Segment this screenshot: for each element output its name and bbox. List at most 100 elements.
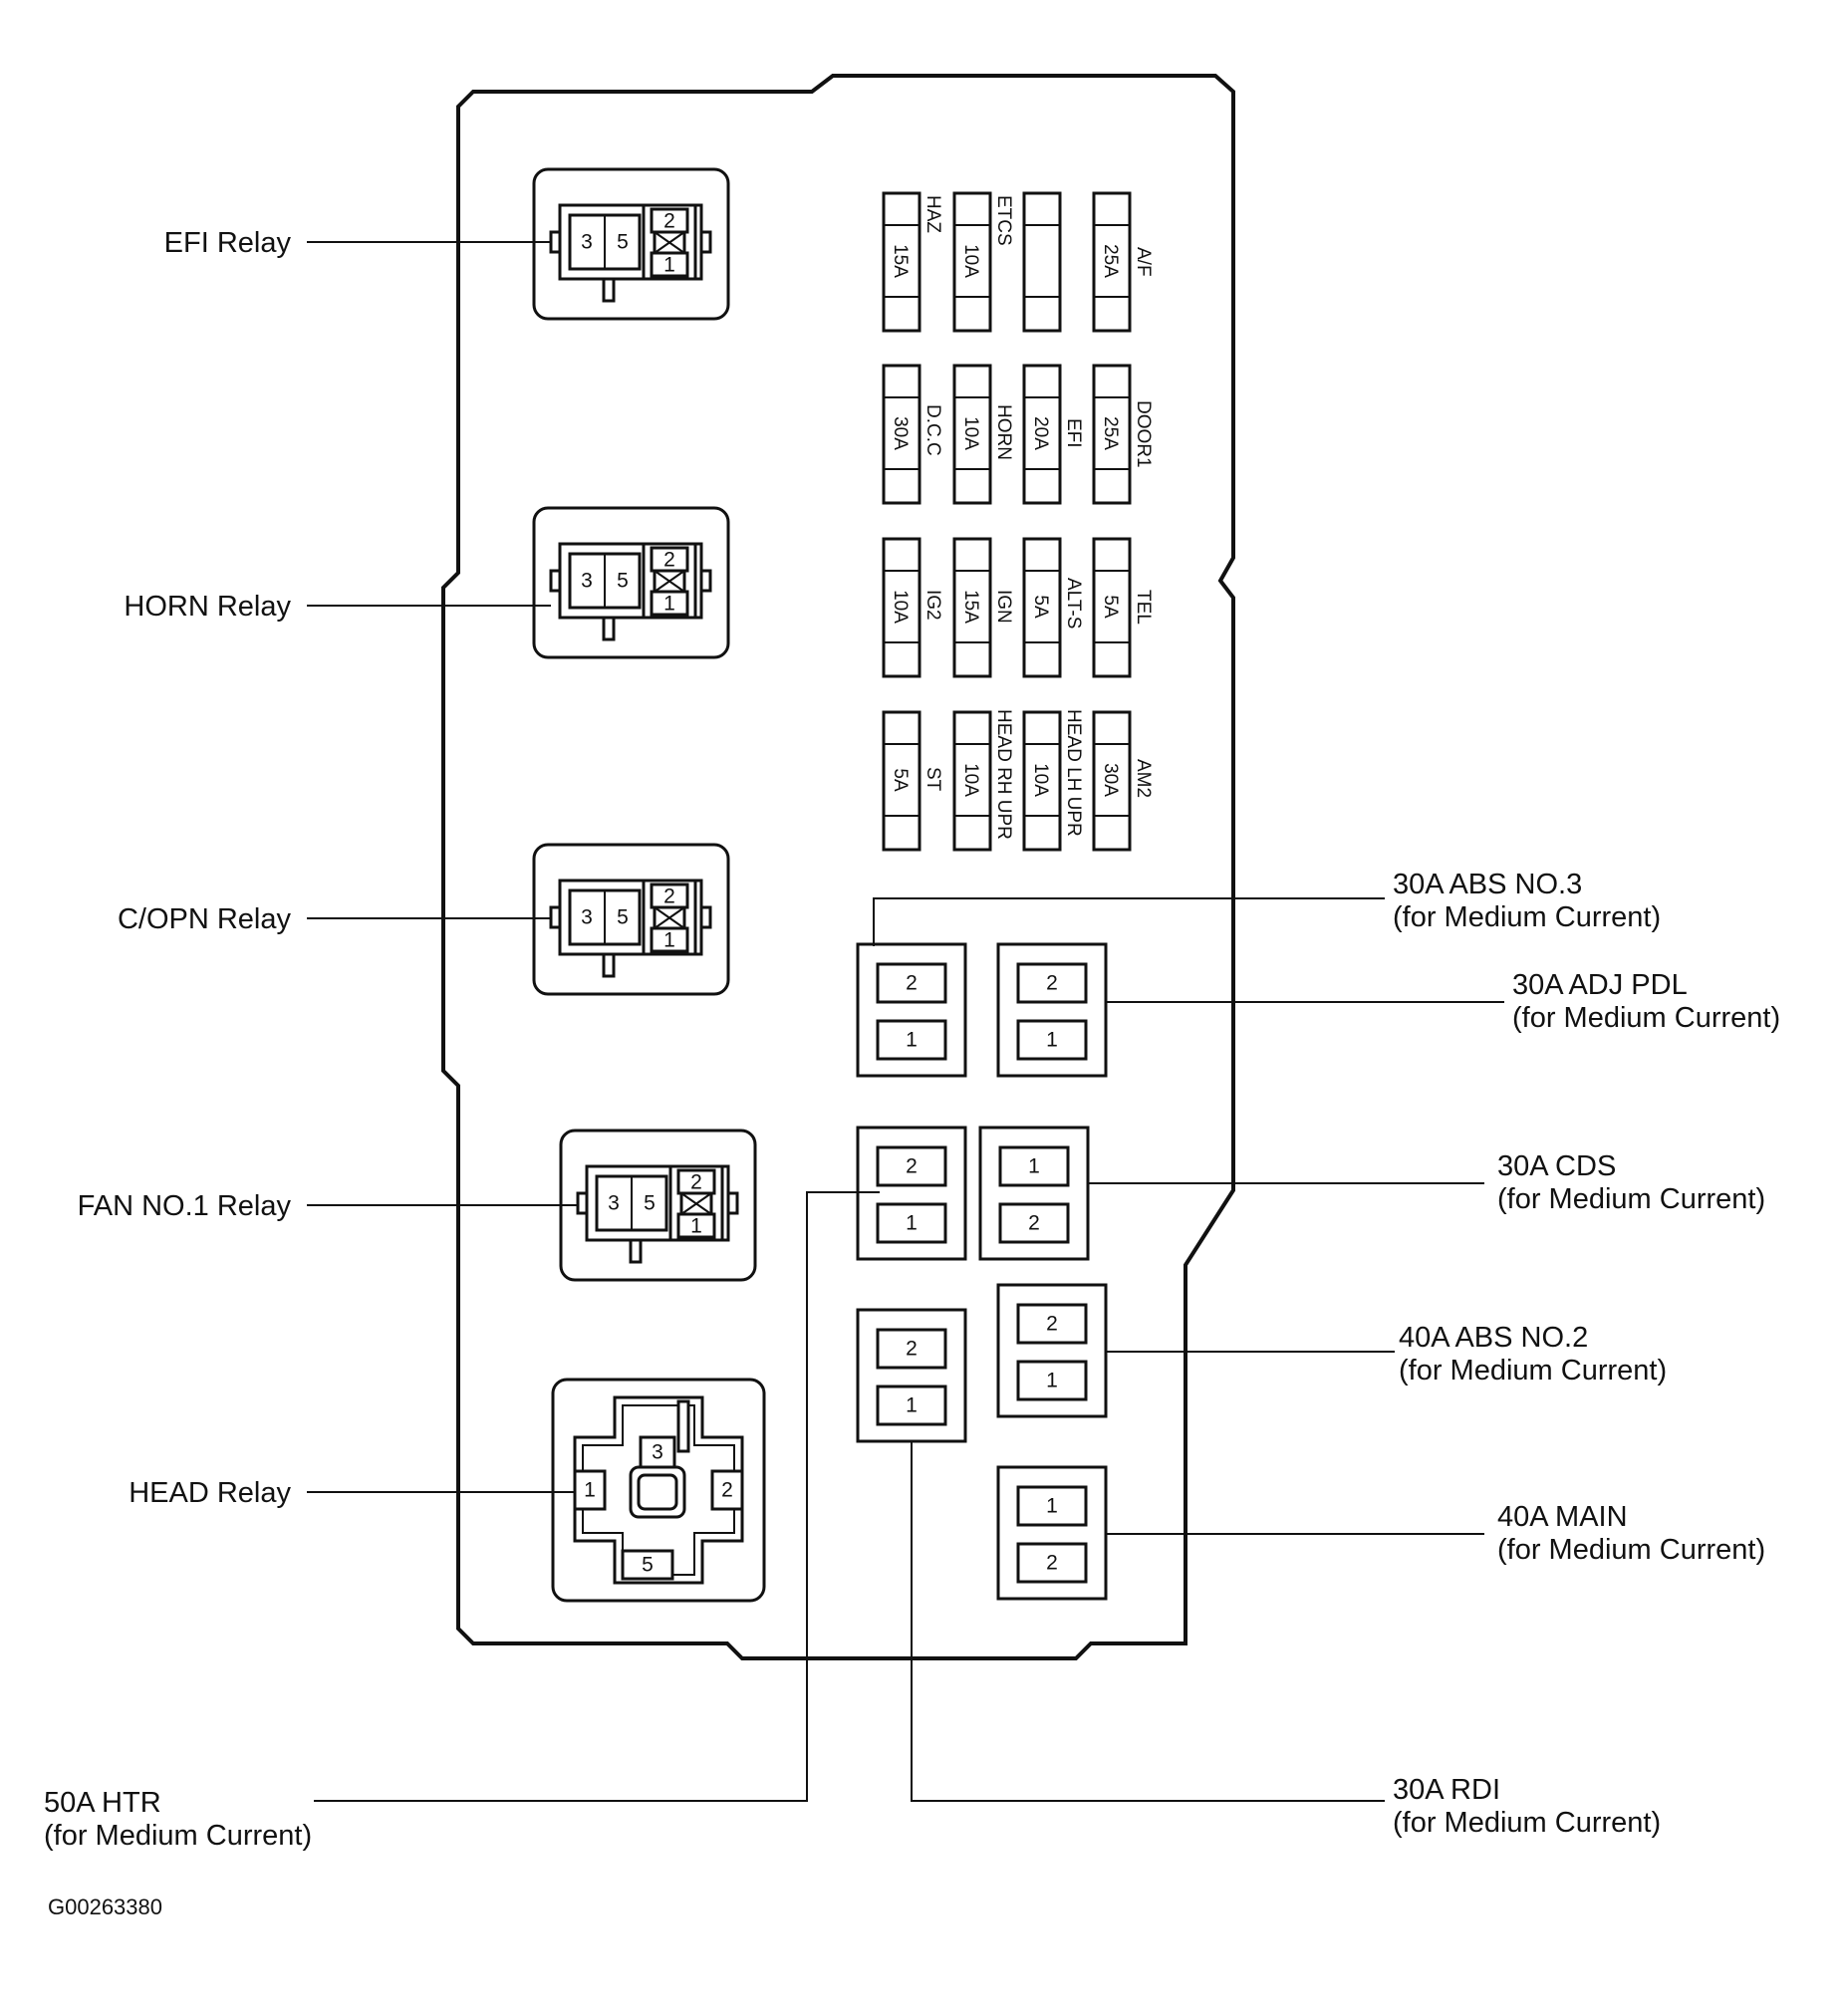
fuse-head-rh-upr-amp: 10A <box>960 763 981 797</box>
efi-relay-pin-5: 5 <box>617 231 629 254</box>
fuse-st-amp: 5A <box>890 768 911 792</box>
efi-relay-pin-2: 2 <box>663 210 675 233</box>
fuse-ig2-amp: 10A <box>890 590 911 624</box>
fuse-ign-amp: 15A <box>960 590 981 624</box>
horn-relay-pin-3: 3 <box>581 570 593 593</box>
copn-relay-pin-5: 5 <box>617 906 629 929</box>
fan-relay-label: FAN NO.1 Relay <box>78 1190 292 1222</box>
figure-id: G00263380 <box>48 1894 162 1919</box>
fuse-af-amp: 25A <box>1100 244 1121 278</box>
fuse-am2: 30A AM2 <box>1092 710 1154 852</box>
main-pin-top: 1 <box>1046 1495 1058 1518</box>
medium-fuse-abs3: 2 1 <box>856 942 967 1078</box>
htr-sublabel: (for Medium Current) <box>44 1820 312 1852</box>
copn-relay: 3 5 2 1 <box>532 843 730 996</box>
medium-fuse-rdi: 2 1 <box>856 1308 967 1443</box>
main-label: 40A MAIN <box>1497 1501 1628 1533</box>
fuse-ign-name: IGN <box>993 590 1014 624</box>
head-relay-pin-2: 2 <box>721 1479 733 1502</box>
fuse-st: 5A ST <box>882 710 943 852</box>
abs3-label: 30A ABS NO.3 <box>1393 869 1582 900</box>
fan-relay-pin-1: 1 <box>690 1215 702 1238</box>
htr-label: 50A HTR <box>44 1787 161 1819</box>
fuse-tel: 5A TEL <box>1092 537 1154 678</box>
efi-relay-pin-1: 1 <box>663 254 675 277</box>
abs3-pin-bottom: 1 <box>906 1029 918 1052</box>
fuse-efi-name: EFI <box>1063 418 1084 448</box>
fuse-alt-s: 5A ALT-S <box>1022 537 1084 678</box>
fan-relay-pin-2: 2 <box>690 1171 702 1194</box>
main-pin-bottom: 2 <box>1046 1552 1058 1575</box>
fan-relay-pin-5: 5 <box>644 1192 656 1215</box>
cds-pin-top: 1 <box>1028 1155 1040 1178</box>
horn-relay-label: HORN Relay <box>124 591 291 623</box>
copn-relay-pin-2: 2 <box>663 885 675 908</box>
fuse-haz-name: HAZ <box>922 195 943 233</box>
fuse-af: 25A A/F <box>1092 191 1154 333</box>
fuse-am2-amp: 30A <box>1100 763 1121 797</box>
medium-fuse-adj-pdl: 2 1 <box>996 942 1108 1078</box>
cds-sublabel: (for Medium Current) <box>1497 1183 1765 1215</box>
horn-relay-pin-2: 2 <box>663 549 675 572</box>
efi-relay-label: EFI Relay <box>164 227 292 259</box>
abs3-sublabel: (for Medium Current) <box>1393 901 1661 933</box>
fuse-head-lh-upr: 10A HEAD LH UPR <box>1022 709 1084 852</box>
fan-relay-pin-3: 3 <box>608 1192 620 1215</box>
fuse-ig2-name: IG2 <box>922 590 943 621</box>
head-relay-pin-3: 3 <box>652 1441 663 1464</box>
fuse-ig2: 10A IG2 <box>882 537 943 678</box>
medium-fuse-cds: 1 2 <box>978 1126 1090 1261</box>
abs2-label: 40A ABS NO.2 <box>1399 1322 1588 1354</box>
fuse-tel-name: TEL <box>1133 590 1154 625</box>
htr-pin-top: 2 <box>906 1155 918 1178</box>
fuse-head-rh-upr: 10A HEAD RH UPR <box>952 709 1014 852</box>
cds-pin-bottom: 2 <box>1028 1212 1040 1235</box>
adjpdl-label: 30A ADJ PDL <box>1512 969 1688 1001</box>
fuse-alt-s-name: ALT-S <box>1063 578 1084 629</box>
fuse-horn-amp: 10A <box>960 416 981 450</box>
abs2-pin-top: 2 <box>1046 1313 1058 1336</box>
abs2-pin-bottom: 1 <box>1046 1370 1058 1392</box>
fuse-af-name: A/F <box>1133 247 1154 277</box>
head-relay-pin-5: 5 <box>642 1554 654 1577</box>
horn-relay-pin-5: 5 <box>617 570 629 593</box>
copn-relay-pin-3: 3 <box>581 906 593 929</box>
medium-fuse-abs2: 2 1 <box>996 1283 1108 1418</box>
head-relay: 3 1 2 5 <box>551 1378 766 1603</box>
fuse-st-name: ST <box>922 767 943 792</box>
adjpdl-sublabel: (for Medium Current) <box>1512 1002 1780 1034</box>
rdi-pin-top: 2 <box>906 1338 918 1361</box>
fuse-dcc-name: D.C.C <box>922 404 943 456</box>
fuse-door1-name: DOOR1 <box>1133 400 1154 468</box>
rdi-label: 30A RDI <box>1393 1774 1500 1806</box>
rdi-pin-bottom: 1 <box>906 1394 918 1417</box>
copn-relay-pin-1: 1 <box>663 929 675 952</box>
abs3-pin-top: 2 <box>906 972 918 995</box>
fuse-etcs: 10A ETCS <box>952 191 1014 333</box>
fuse-haz-amp: 15A <box>890 244 911 278</box>
horn-relay-pin-1: 1 <box>663 593 675 616</box>
fuse-door1-amp: 25A <box>1100 416 1121 450</box>
horn-relay: 3 5 2 1 <box>532 506 730 659</box>
fuse-head-rh-upr-name: HEAD RH UPR <box>993 709 1014 840</box>
fuse-horn-name: HORN <box>993 404 1014 460</box>
fuse-efi-amp: 20A <box>1030 416 1051 450</box>
fuse-dcc-amp: 30A <box>890 416 911 450</box>
fuse-ign: 15A IGN <box>952 537 1014 678</box>
fuse-alt-s-amp: 5A <box>1030 595 1051 619</box>
fuse-efi: 20A EFI <box>1022 364 1084 505</box>
adjpdl-pin-bottom: 1 <box>1046 1029 1058 1052</box>
copn-relay-label: C/OPN Relay <box>118 903 292 935</box>
fuse-head-lh-upr-amp: 10A <box>1030 763 1051 797</box>
efi-relay: 3 5 2 1 <box>532 167 730 321</box>
fan-no1-relay: 3 5 2 1 <box>559 1129 757 1282</box>
fuse-haz: 15A HAZ <box>882 191 943 333</box>
medium-fuse-main: 1 2 <box>996 1465 1108 1601</box>
rdi-sublabel: (for Medium Current) <box>1393 1807 1661 1839</box>
fuse-tel-amp: 5A <box>1100 595 1121 619</box>
cds-label: 30A CDS <box>1497 1150 1616 1182</box>
leader-lines <box>307 241 1504 1802</box>
head-relay-pin-1: 1 <box>584 1479 596 1502</box>
abs2-sublabel: (for Medium Current) <box>1399 1355 1667 1386</box>
fuse-box-outline <box>441 74 1235 1660</box>
